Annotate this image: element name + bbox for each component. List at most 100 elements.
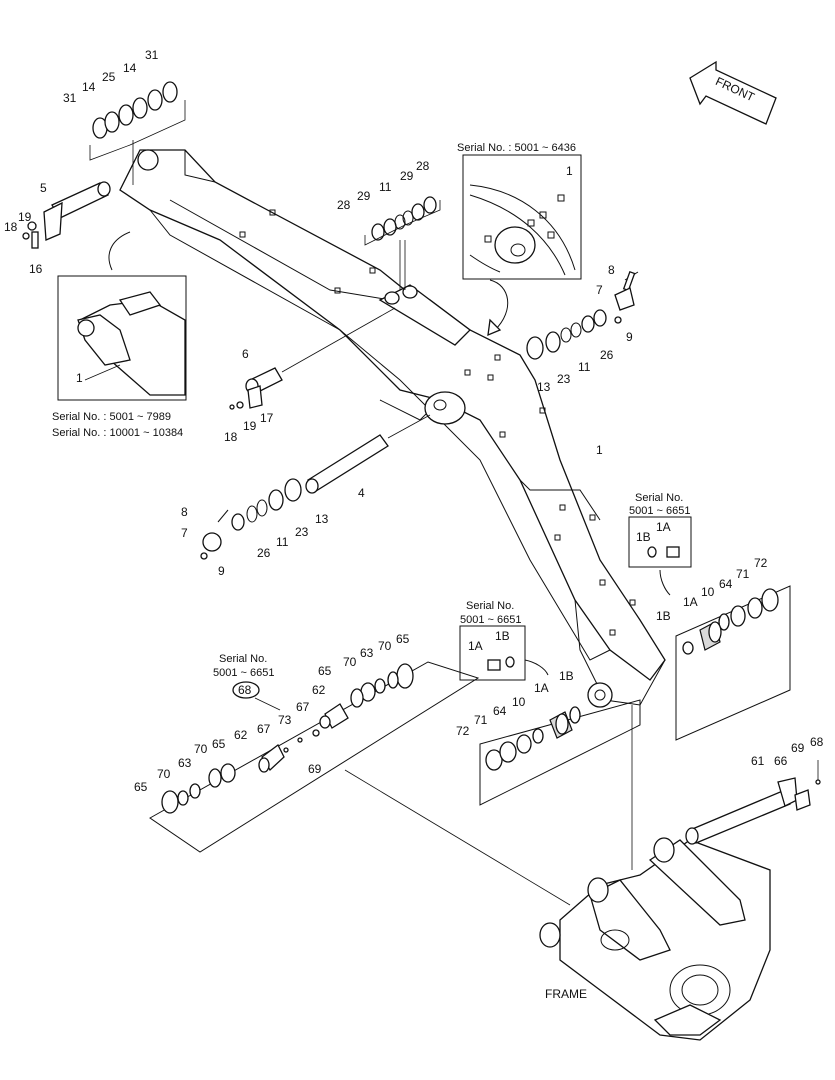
inset-bottom-left-serial-2: 5001 ~ 6651	[213, 667, 274, 679]
callout-28a: 28	[337, 198, 351, 212]
callout-64b: 64	[493, 704, 507, 718]
callout-1A-c: 1A	[468, 639, 483, 653]
callout-63b: 63	[178, 756, 192, 770]
callout-13a: 13	[537, 380, 551, 394]
callout-19a: 19	[18, 210, 32, 224]
pin-61	[689, 789, 791, 844]
callout-7a: 7	[596, 283, 603, 297]
callout-69b: 69	[791, 741, 805, 755]
boom-bolt-marks	[239, 209, 636, 636]
callout-71a: 71	[736, 567, 750, 581]
hardware-right-bushings	[675, 585, 791, 741]
callout-70c: 70	[194, 742, 208, 756]
inset-mid-center-serial-1: Serial No.	[466, 600, 514, 612]
callout-14b: 14	[123, 61, 137, 75]
callout-1a: 1	[76, 371, 83, 385]
callout-65b: 65	[396, 632, 410, 646]
callout-9b: 9	[218, 564, 225, 578]
callout-73: 73	[278, 713, 292, 727]
inset-top-left-serial-2: Serial No. : 10001 ~ 10384	[52, 427, 183, 439]
callout-70d: 70	[157, 767, 171, 781]
inset-mid-center: Serial No. 5001 ~ 6651	[459, 600, 549, 681]
callout-23a: 23	[557, 372, 571, 386]
callout-23b: 23	[295, 525, 309, 539]
inset-mid-right: Serial No. 5001 ~ 6651	[628, 492, 692, 596]
callout-1B-b: 1B	[656, 609, 671, 623]
callout-19b: 19	[243, 419, 257, 433]
callout-14a: 14	[82, 80, 96, 94]
callout-29b: 29	[400, 169, 414, 183]
callout-4: 4	[358, 486, 365, 500]
inset-bottom-left-serial-1: Serial No.	[219, 653, 267, 665]
inset-mid-center-serial-2: 5001 ~ 6651	[460, 614, 521, 626]
callout-11a: 11	[379, 180, 392, 194]
callout-1b: 1	[566, 164, 573, 178]
callout-64a: 64	[719, 577, 733, 591]
callout-65d: 65	[134, 780, 148, 794]
boom-foot-pin-group	[200, 414, 431, 560]
inset-top-right: Serial No. : 5001 ~ 6436	[457, 142, 582, 337]
frame: FRAME	[344, 705, 771, 1041]
callout-13b: 13	[315, 512, 329, 526]
front-direction-arrow: FRONT	[689, 60, 777, 125]
pin-6-group	[229, 307, 396, 410]
callout-25a: 25	[102, 70, 116, 84]
inset-top-right-serial: Serial No. : 5001 ~ 6436	[457, 142, 576, 154]
callout-72a: 72	[754, 556, 768, 570]
inset-top-left-serial-1: Serial No. : 5001 ~ 7989	[52, 411, 171, 423]
callout-72b: 72	[456, 724, 470, 738]
callout-1A-b: 1A	[683, 595, 698, 609]
inset-mid-right-serial-1: Serial No.	[635, 492, 683, 504]
callout-9a: 9	[626, 330, 633, 344]
callout-70b: 70	[378, 639, 392, 653]
callout-26b: 26	[257, 546, 271, 560]
callout-28b: 28	[416, 159, 430, 173]
callout-10b: 10	[512, 695, 526, 709]
boom-body	[119, 149, 666, 708]
callout-68a: 68	[238, 683, 252, 697]
callout-1A-d: 1A	[534, 681, 549, 695]
callout-17: 17	[260, 411, 274, 425]
frame-label: FRAME	[545, 987, 587, 1001]
callout-66: 66	[774, 754, 788, 768]
callout-68-circle	[232, 681, 260, 699]
callout-29a: 29	[357, 189, 371, 203]
callout-62b: 62	[234, 728, 248, 742]
callout-71b: 71	[474, 713, 488, 727]
boom-base-boss	[587, 682, 613, 708]
callout-1B-c: 1B	[495, 629, 510, 643]
callout-69a: 69	[308, 762, 322, 776]
callout-1c: 1	[596, 443, 603, 457]
callout-11c: 11	[276, 535, 289, 549]
hardware-center-bushings	[479, 699, 641, 806]
callout-65a: 65	[318, 664, 332, 678]
callout-18a: 18	[4, 220, 18, 234]
callout-5: 5	[40, 181, 47, 195]
callout-62a: 62	[312, 683, 326, 697]
callout-31b: 31	[145, 48, 159, 62]
bottom-left-pin-group: Serial No. 5001 ~ 6651	[149, 653, 480, 853]
callout-65c: 65	[212, 737, 226, 751]
arm-pin-group	[22, 81, 186, 249]
callout-11b: 11	[578, 360, 591, 374]
hardware-right-top	[526, 270, 639, 360]
washer-stack-top-center	[364, 196, 441, 290]
callout-31a: 31	[63, 91, 77, 105]
inset-top-left: Serial No. : 5001 ~ 7989 Serial No. : 10…	[52, 231, 187, 439]
callout-18b: 18	[224, 430, 238, 444]
pin-4	[307, 434, 389, 492]
callout-8a: 8	[608, 263, 615, 277]
callout-6: 6	[242, 347, 249, 361]
callout-16: 16	[29, 262, 43, 276]
callout-68b: 68	[810, 735, 824, 749]
boom-foot-pin-61-group	[685, 760, 821, 845]
callout-1A-a: 1A	[656, 520, 671, 534]
boom-nose-boss	[137, 149, 159, 171]
callout-67a: 67	[296, 700, 310, 714]
callout-70a: 70	[343, 655, 357, 669]
washer-stack-top-left	[92, 81, 178, 139]
callout-1B-a: 1B	[636, 530, 651, 544]
callout-10a: 10	[701, 585, 715, 599]
